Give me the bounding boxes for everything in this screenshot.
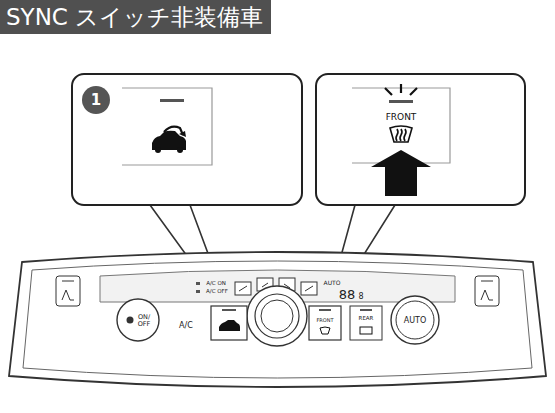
- recirc-icon: [152, 127, 186, 153]
- indicator-light: [389, 100, 413, 103]
- display-digits: 8: [358, 293, 363, 301]
- title-band: SYNC スイッチ非装備車: [0, 0, 271, 34]
- indicator-label: A/C ON: [206, 281, 226, 287]
- callout-box: [72, 74, 302, 205]
- indicator-label: A/C OFF: [206, 289, 228, 295]
- rear-defrost-button: [350, 306, 382, 340]
- indicator-light: [160, 99, 184, 102]
- button-label: FRONT: [316, 318, 333, 323]
- callout-box: [316, 74, 525, 205]
- display-digits: 88: [339, 288, 356, 301]
- button-label: A/C: [179, 322, 193, 330]
- fan-icon: [127, 317, 134, 324]
- display-text: AUTO: [324, 280, 341, 286]
- front-defrost-button-small: [309, 306, 341, 340]
- panel-housing: [9, 252, 546, 387]
- title: SYNC スイッチ非装備車: [6, 6, 263, 29]
- recirc-icon-small: [219, 320, 240, 331]
- button-label: REAR: [359, 316, 374, 322]
- blink-rays: [385, 84, 417, 95]
- rear-defrost-icon: [360, 327, 372, 334]
- button-label: ON/ OFF: [135, 314, 153, 327]
- button-label: FRONT: [386, 113, 417, 122]
- knobs: [117, 286, 439, 346]
- callout-number: 1: [91, 93, 101, 108]
- callout-circle: [82, 86, 110, 114]
- recirc-button-small: [211, 306, 247, 340]
- button-label: AUTO: [404, 317, 427, 325]
- panel-inner-edge: [23, 261, 532, 378]
- recirc-button: [122, 88, 212, 165]
- defrost-icon-small: [320, 327, 330, 334]
- defrost-icon: [390, 126, 412, 142]
- push-arrow: [371, 150, 431, 196]
